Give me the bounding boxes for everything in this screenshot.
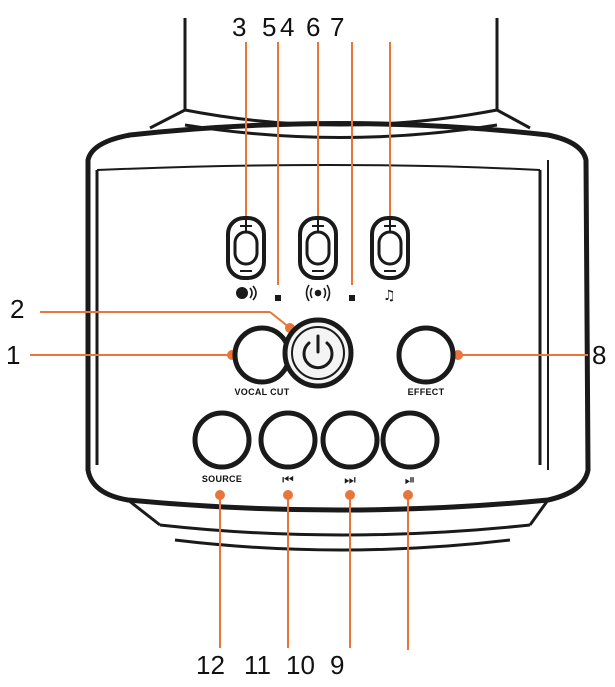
callout-3: 3 [232,12,246,42]
vocal-volume-rocker[interactable] [226,216,266,280]
music-volume-rocker[interactable] [370,216,410,280]
mic-volume-rocker[interactable] [298,216,338,280]
vocal-cut-button[interactable] [232,325,292,385]
vocal-cut-label: VOCAL CUT [234,387,289,397]
power-icon [302,341,334,370]
previous-icon: ⏮ [282,473,294,488]
play-pause-button[interactable] [380,410,440,470]
callout-7: 7 [330,12,344,42]
play-pause-icon: ⏯ [405,473,415,488]
previous-button[interactable] [258,410,318,470]
effect-label: EFFECT [408,387,445,397]
next-button[interactable] [320,410,380,470]
callout-10: 10 [286,650,315,680]
next-icon: ⏭ [344,473,356,488]
led-indicator-icon [349,295,355,301]
callout-9: 9 [330,650,344,680]
callout-12: 12 [196,650,225,680]
callout-8: 8 [592,340,606,370]
source-button[interactable] [192,410,252,470]
callout-2: 2 [10,294,24,324]
led-indicator-icon [275,295,281,301]
callout-numbers: 3 5 4 6 7 2 1 8 12 11 10 9 [6,12,606,680]
callout-11: 11 [244,650,271,680]
speaker-body [85,18,591,552]
callout-1: 1 [6,340,20,370]
callout-5: 5 [262,12,276,42]
wireless-mic-icon [305,284,331,302]
source-label: SOURCE [202,474,242,484]
callout-6: 6 [306,12,320,42]
callout-4: 4 [280,12,294,42]
callout-lines [30,42,588,650]
power-button[interactable] [282,317,354,389]
music-note-icon: ♫ [383,288,396,304]
vocal-icon [236,285,257,301]
effect-button[interactable] [396,325,456,385]
